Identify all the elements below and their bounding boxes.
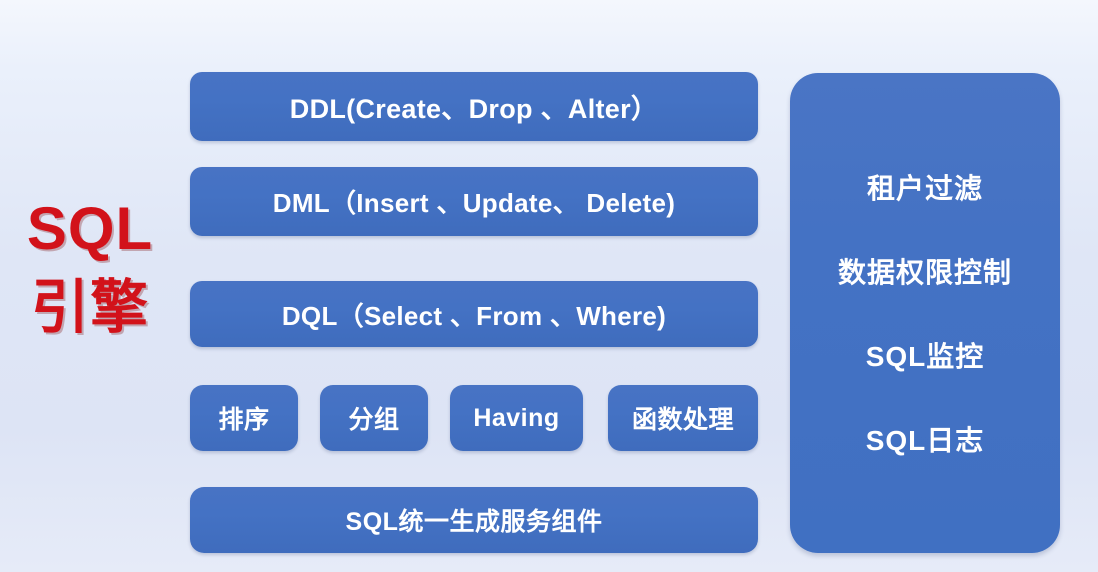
right-features-panel: 租户过滤 数据权限控制 SQL监控 SQL日志 [790, 73, 1060, 553]
sql-engine-label-line2: 引擎 [30, 275, 149, 341]
dql-box: DQL（Select 、From 、Where) [190, 281, 758, 347]
sort-box: 排序 [190, 385, 298, 451]
having-box-label: Having [473, 403, 560, 432]
group-box: 分组 [320, 385, 428, 451]
dml-box: DML（Insert 、Update、 Delete) [190, 167, 758, 236]
sql-generation-service-box-label: SQL统一生成服务组件 [345, 508, 603, 536]
dml-box-label: DML（Insert 、Update、 Delete) [272, 188, 676, 218]
ddl-box-label: DDL(Create、Drop 、Alter） [289, 94, 659, 124]
panel-item-sql-monitor: SQL监控 [865, 341, 985, 372]
dql-box-label: DQL（Select 、From 、Where) [281, 300, 667, 331]
ddl-box: DDL(Create、Drop 、Alter） [190, 72, 758, 141]
function-processing-box-label: 函数处理 [631, 406, 734, 434]
panel-item-tenant-filter: 租户过滤 [866, 173, 983, 204]
having-box: Having [450, 385, 583, 451]
group-box-label: 分组 [348, 406, 400, 434]
sort-box-label: 排序 [218, 406, 270, 434]
function-processing-box: 函数处理 [608, 385, 758, 451]
sql-generation-service-box: SQL统一生成服务组件 [190, 487, 758, 553]
panel-item-sql-log: SQL日志 [865, 425, 985, 456]
panel-item-data-permission: 数据权限控制 [837, 257, 1012, 288]
sql-engine-label-line1: SQL [26, 195, 154, 262]
sql-engine-label: SQL 引擎 [0, 195, 180, 341]
